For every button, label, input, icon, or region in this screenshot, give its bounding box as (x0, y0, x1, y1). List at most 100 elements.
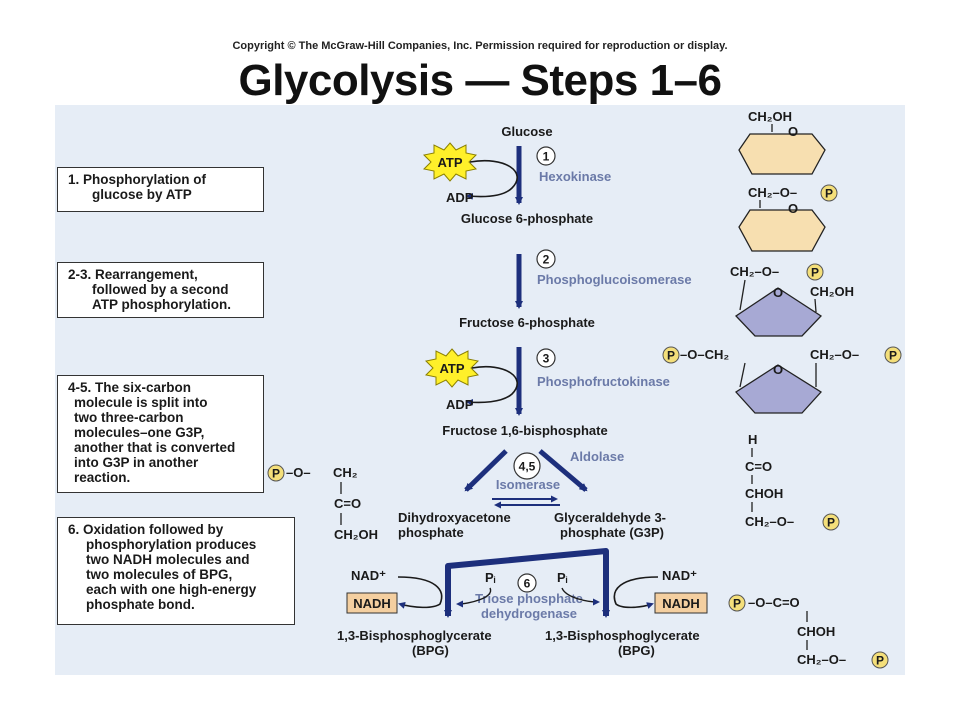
bond (739, 279, 746, 311)
nadh-label-left: NADH (353, 596, 391, 611)
step1-number: 1 (543, 150, 550, 164)
atp-star-2 (424, 348, 480, 388)
phosphate-circle (884, 346, 902, 364)
pi-label-left: Pᵢ (485, 570, 496, 585)
step6-number: 6 (524, 577, 531, 591)
bpg-left-line2: (BPG) (412, 643, 449, 658)
g3p-label-line1: Glyceraldehyde 3- (554, 510, 666, 525)
step-box-1: 1. Phosphorylation of glucose by ATP (57, 167, 264, 212)
adp-label-2: ADP (446, 397, 474, 412)
phosphate-label: P (733, 597, 741, 611)
aldolase-arrow-left (464, 449, 508, 492)
step45-number: 4,5 (519, 460, 536, 474)
phosphate-label: P (272, 467, 280, 481)
step-box-6-line: two NADH molecules and (86, 552, 250, 567)
step-box-3-line: another that is converted (74, 440, 236, 455)
phosphate-circle (871, 651, 889, 669)
glucose-label: Glucose (501, 124, 552, 139)
enzyme-tpdh-line2: dehydrogenase (481, 606, 577, 621)
step-box-6-line: two molecules of BPG, (86, 567, 233, 582)
f16bp-o-ch2: –O–CH₂ (680, 347, 729, 362)
phosphate-circle (728, 594, 746, 612)
nadh-box-left (346, 592, 398, 614)
step-box-3-line: into G3P in another (74, 455, 199, 470)
g3p-ch2-o: CH₂–O– (745, 514, 794, 529)
enzyme-aldolase: Aldolase (570, 449, 624, 464)
bpg-right-line1: 1,3-Bisphosphoglycerate (545, 628, 700, 643)
step-box-4-5: 4-5. The six-carbon molecule is split in… (57, 375, 264, 493)
pi-label-right: Pᵢ (557, 570, 568, 585)
ring-oxygen: O (788, 124, 798, 139)
phosphate-label: P (876, 654, 884, 668)
f16bp-ring (735, 364, 823, 414)
dhap-o-dash: –O– (286, 465, 311, 480)
dhap-ch2: CH₂ (333, 465, 358, 480)
step-box-1-line: 1. Phosphorylation of (68, 172, 207, 187)
step-box-3-line: molecule is split into (74, 395, 208, 410)
g3p-choh: CHOH (745, 486, 783, 501)
phosphate-circle (662, 346, 680, 364)
enzyme-isomerase: Isomerase (496, 477, 560, 492)
step3-number: 3 (543, 352, 550, 366)
step1-marker (536, 146, 556, 166)
nad-label-right: NAD⁺ (662, 568, 697, 583)
phosphate-label: P (811, 266, 819, 280)
bpg-o-c-eq-o: –O–C=O (748, 595, 800, 610)
ring-oxygen: O (788, 201, 798, 216)
pi-curve-left (456, 587, 492, 608)
nad-label-left: NAD⁺ (351, 568, 386, 583)
g3p-c-eq-o: C=O (745, 459, 772, 474)
step-box-2-3: 2-3. Rearrangement, followed by a second… (57, 262, 264, 318)
step-box-6-line: phosphorylation produces (86, 537, 257, 552)
bpg-choh: CHOH (797, 624, 835, 639)
g6p-ring (738, 209, 826, 252)
atp-adp-curve-1 (466, 160, 518, 200)
adp-label-1: ADP (446, 190, 474, 205)
dhap-ch2oh: CH₂OH (334, 527, 378, 542)
enzyme-phosphoglucoisomerase: Phosphoglucoisomerase (537, 272, 692, 287)
pi-curve-right (561, 587, 600, 606)
phosphate-circle (806, 263, 824, 281)
ring-oxygen: O (773, 285, 783, 300)
f6p-ch2oh: CH₂OH (810, 284, 854, 299)
atp-label-2: ATP (439, 361, 464, 376)
phosphate-label: P (889, 349, 897, 363)
fructose-16-bisphosphate-label: Fructose 1,6-bisphosphate (442, 423, 607, 438)
bpg-right-line2: (BPG) (618, 643, 655, 658)
copyright-notice: Copyright © The McGraw-Hill Companies, I… (232, 40, 728, 52)
bond (814, 298, 817, 313)
atp-star-1 (422, 142, 478, 182)
phosphate-circle (820, 184, 838, 202)
g6p-ch2-o: CH₂–O– (748, 185, 797, 200)
f6p-ch2-o: CH₂–O– (730, 264, 779, 279)
step6-arrow-frame (445, 548, 609, 610)
nad-curve-left (397, 576, 443, 609)
phosphate-label: P (667, 349, 675, 363)
f16bp-ch2-o: CH₂–O– (810, 347, 859, 362)
nadh-label-right: NADH (662, 596, 700, 611)
step-box-6-line: each with one high-energy (86, 582, 257, 597)
phosphate-label: P (825, 187, 833, 201)
ring-oxygen: O (773, 362, 783, 377)
dhap-c-eq-o: C=O (334, 496, 361, 511)
step-box-3-line: molecules–one G3P, (74, 425, 205, 440)
step-box-6-line: phosphate bond. (86, 597, 195, 612)
glucose-ch2oh: CH₂OH (748, 109, 792, 124)
enzyme-tpdh-line1: Triose phosphate (475, 591, 583, 606)
nadh-box-right (654, 592, 708, 614)
g3p-label-line2: phosphate (G3P) (560, 525, 664, 540)
step-box-2-line: 2-3. Rearrangement, (68, 267, 198, 282)
step-box-6-line: 6. Oxidation followed by (68, 522, 224, 537)
enzyme-hexokinase: Hexokinase (539, 169, 611, 184)
step3-marker (536, 348, 556, 368)
step-box-1-line: glucose by ATP (92, 187, 192, 202)
phosphate-circle (267, 464, 285, 482)
dhap-label-line2: phosphate (398, 525, 464, 540)
dhap-label-line1: Dihydroxyacetone (398, 510, 511, 525)
step2-marker (536, 249, 556, 269)
step-box-2-line: followed by a second (92, 282, 229, 297)
enzyme-phosphofructokinase: Phosphofructokinase (537, 374, 670, 389)
step-box-3-line: 4-5. The six-carbon (68, 380, 192, 395)
bpg-ch2-o: CH₂–O– (797, 652, 846, 667)
